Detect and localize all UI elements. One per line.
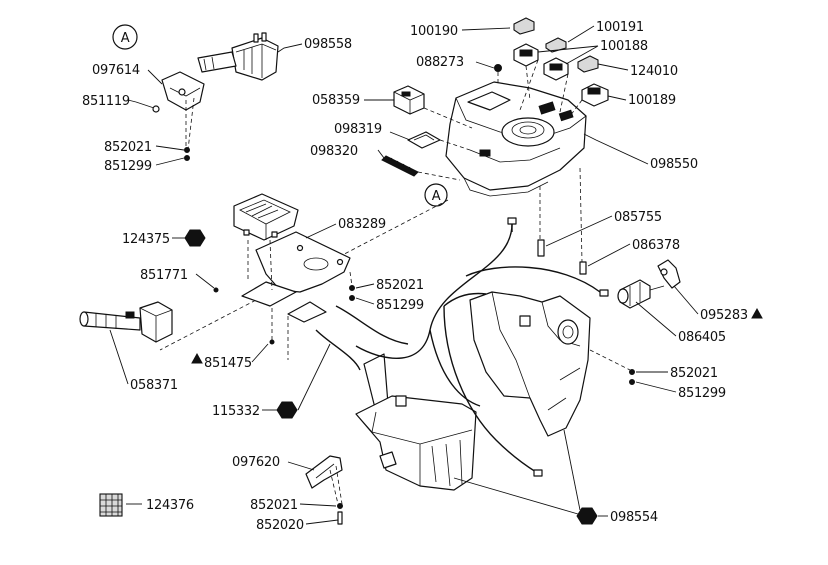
callout-851299: 851299	[104, 159, 152, 174]
callout-058359: 058359	[312, 93, 360, 108]
callout-labels: 098558 097614 851119 852021 851299 10019…	[82, 20, 748, 533]
callout-088273: 088273	[416, 55, 464, 70]
hardware-852021-851299-a	[184, 97, 195, 161]
callout-085755: 085755	[614, 210, 662, 225]
detail-marker-a-mid: A	[424, 183, 448, 207]
kit-box-124376	[99, 493, 123, 517]
hardware-852021-851299-c	[589, 349, 635, 385]
hardware-852021-851299-b	[349, 271, 355, 301]
part-851475-screw	[269, 308, 275, 345]
callout-851475: 851475	[204, 356, 252, 371]
part-851119-screw	[135, 101, 160, 113]
callout-124376: 124376	[146, 498, 194, 513]
part-100189-switch	[581, 83, 609, 107]
part-851771-pin	[213, 287, 219, 293]
hex-badge-098554	[576, 507, 598, 525]
callout-851299: 851299	[376, 298, 424, 313]
leader-lines	[109, 25, 699, 525]
part-097620-bracket	[305, 455, 343, 505]
callout-097620: 097620	[232, 455, 280, 470]
part-083289-bracket	[241, 231, 351, 360]
part-086405-ignition-lock	[617, 279, 665, 309]
callout-852021: 852021	[376, 278, 424, 293]
callout-851299: 851299	[678, 386, 726, 401]
marker-label: A	[432, 189, 441, 204]
callout-098320: 098320	[310, 144, 358, 159]
callout-124010: 124010	[630, 64, 678, 79]
part-098320-strip	[381, 155, 419, 177]
hex-badge-124375	[184, 229, 206, 247]
callout-086405: 086405	[678, 330, 726, 345]
callout-098558: 098558	[304, 37, 352, 52]
callout-097614: 097614	[92, 63, 140, 78]
callout-100189: 100189	[628, 93, 676, 108]
part-right-lower-shroud	[469, 291, 591, 437]
warning-triangle-icon	[191, 352, 203, 364]
part-095283-key	[657, 259, 681, 289]
callout-098554: 098554	[610, 510, 658, 525]
callout-852021: 852021	[250, 498, 298, 513]
part-lower-left-shroud	[355, 353, 477, 491]
callout-098319: 098319	[334, 122, 382, 137]
callout-100191: 100191	[596, 20, 644, 35]
callout-083289: 083289	[338, 217, 386, 232]
part-098550-console-shroud	[445, 81, 587, 197]
part-097614-bracket	[161, 71, 205, 111]
callout-098550: 098550	[650, 157, 698, 172]
callout-058371: 058371	[130, 378, 178, 393]
callout-851771: 851771	[140, 268, 188, 283]
callout-852021: 852021	[670, 366, 718, 381]
callout-095283: 095283	[700, 308, 748, 323]
detail-marker-a-top: A	[112, 24, 138, 50]
wiring-harness	[315, 217, 609, 477]
warning-triangle-icon	[751, 307, 763, 319]
callout-100188: 100188	[600, 39, 648, 54]
part-085755-pin	[537, 239, 545, 257]
part-086378-pin	[579, 261, 587, 275]
part-058359-connector	[393, 85, 425, 115]
part-098558-switch	[197, 32, 279, 81]
callout-100190: 100190	[410, 24, 458, 39]
callout-115332: 115332	[212, 404, 260, 419]
callout-851119: 851119	[82, 94, 130, 109]
part-100190-knob	[513, 17, 535, 35]
marker-label: A	[121, 31, 130, 46]
callout-852020: 852020	[256, 518, 304, 533]
part-124375-relay-box	[233, 193, 299, 241]
callout-852021: 852021	[104, 140, 152, 155]
callout-086378: 086378	[632, 238, 680, 253]
hex-badge-115332	[276, 401, 298, 419]
part-100188-switches	[513, 43, 569, 81]
part-098319-plate	[407, 131, 441, 149]
callout-124375: 124375	[122, 232, 170, 247]
part-124010-knob	[577, 55, 599, 73]
part-100191-knob	[545, 37, 567, 53]
part-058371-stalk-switch	[79, 301, 173, 343]
hardware-852021-852020-d	[337, 503, 343, 525]
